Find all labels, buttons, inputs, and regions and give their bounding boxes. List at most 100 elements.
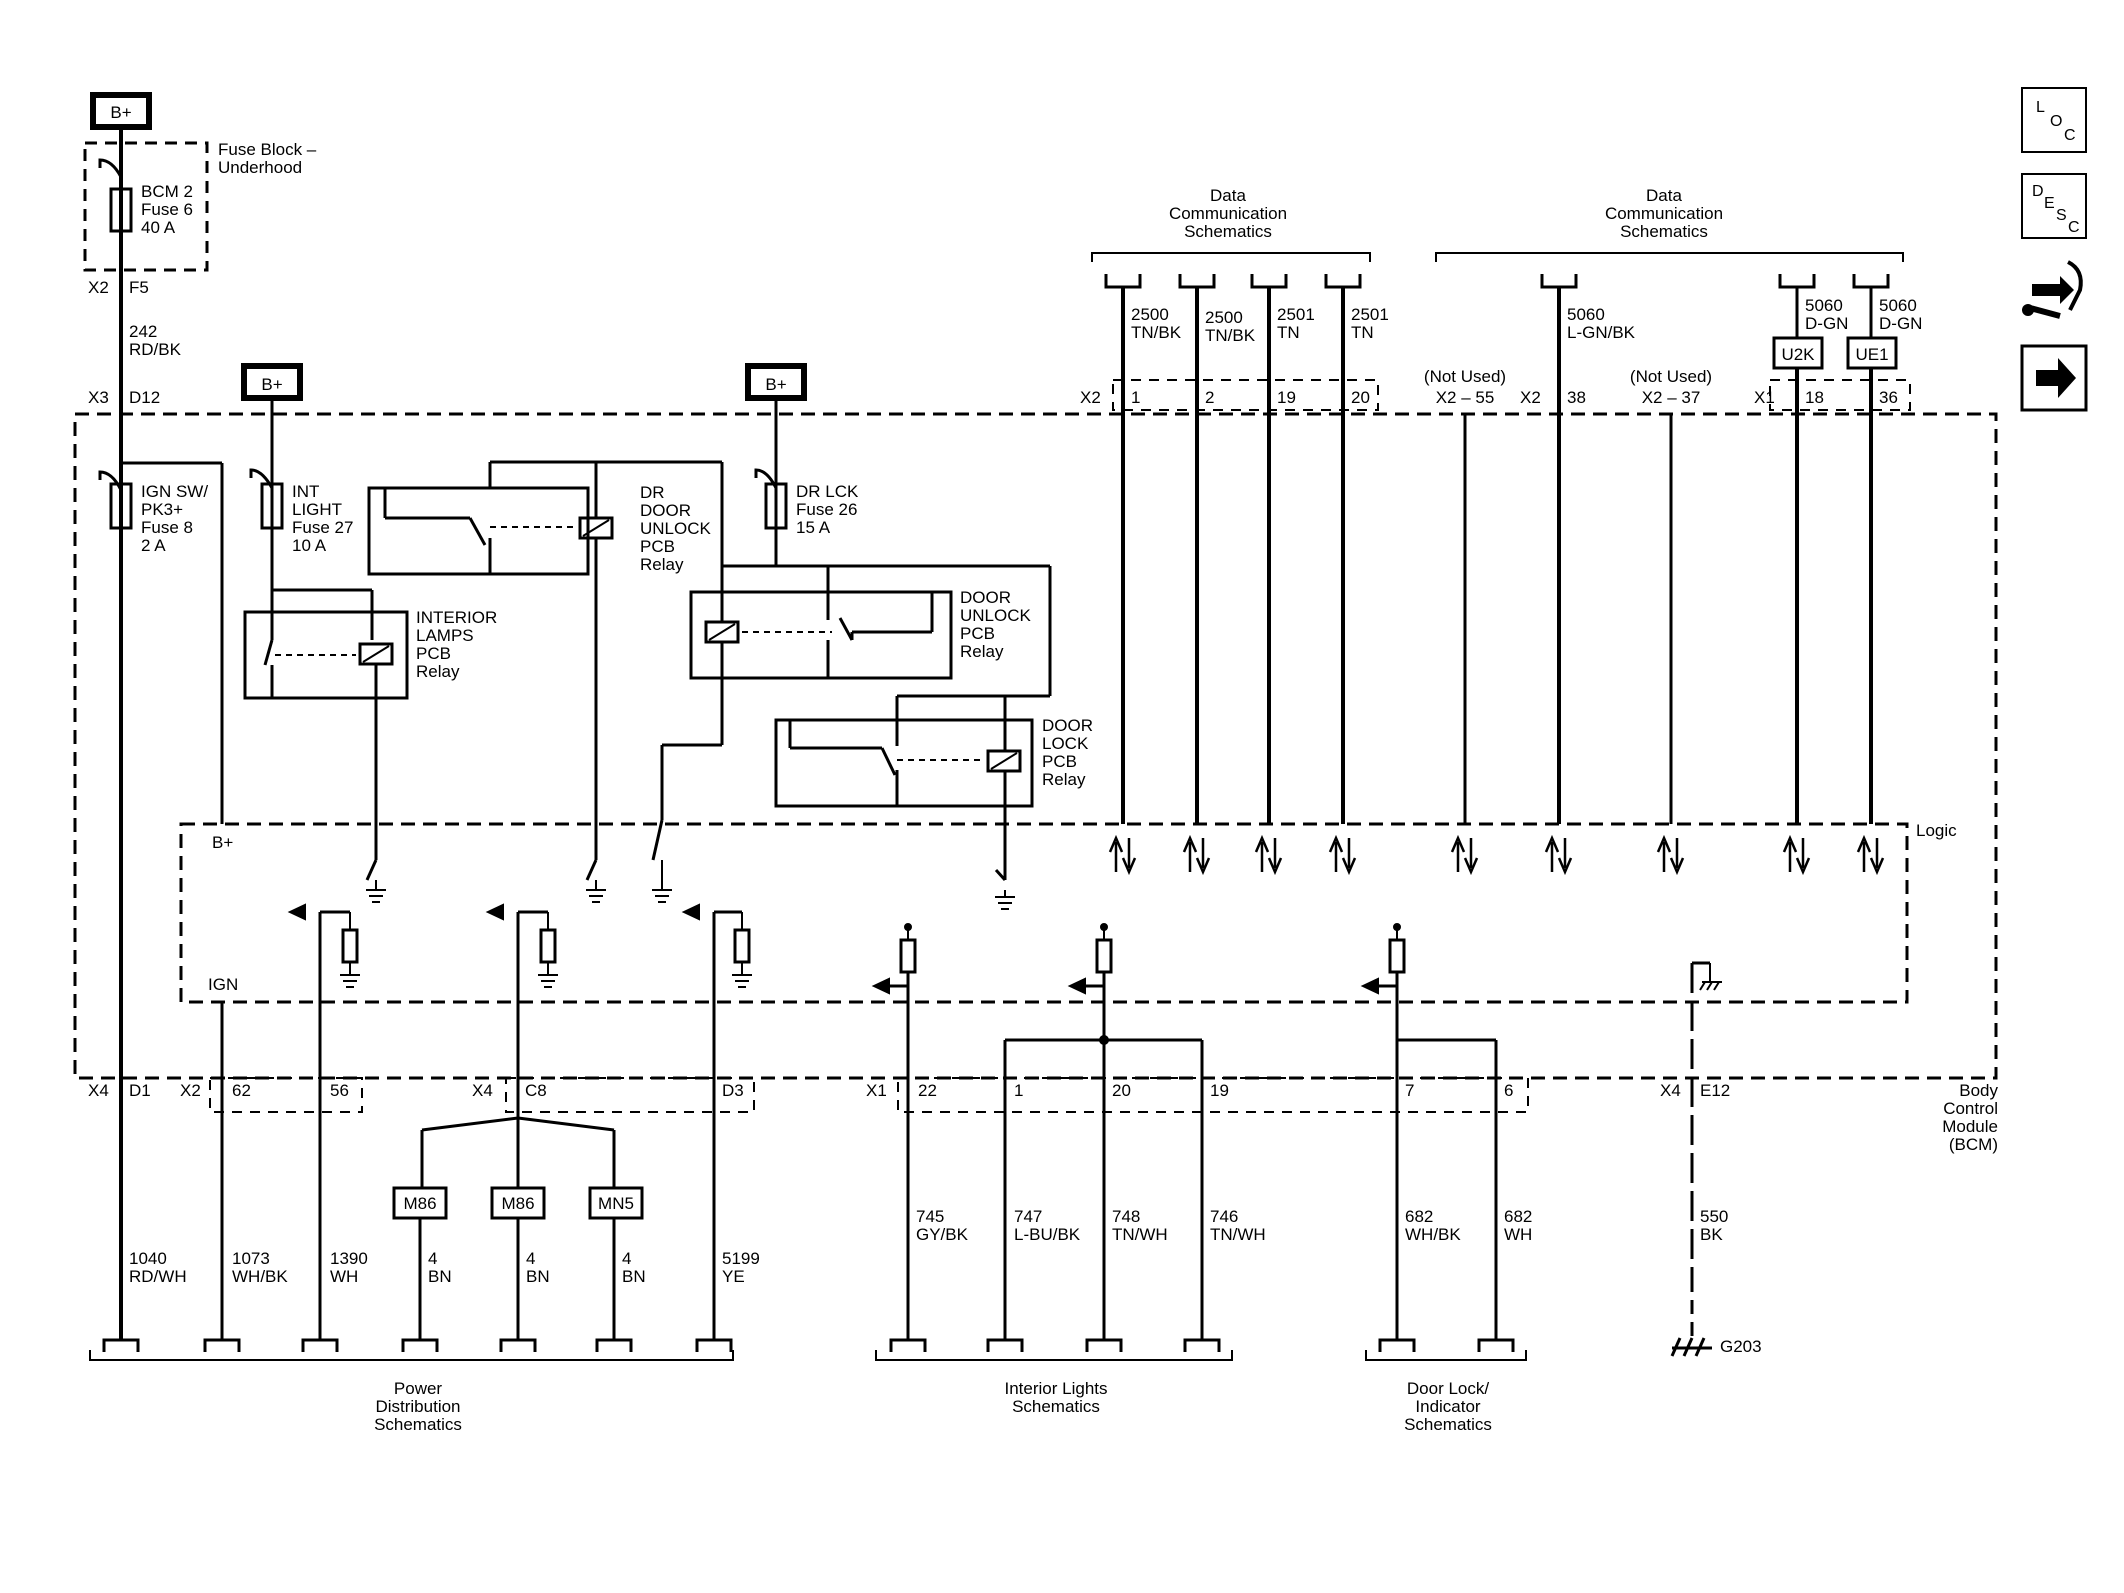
bidir-arrow-4 bbox=[1450, 834, 1479, 876]
not-used-1-label: (Not Used) bbox=[1424, 367, 1506, 386]
wire-242-color: RD/BK bbox=[129, 340, 182, 359]
not-used-1-pin: X2 – 55 bbox=[1436, 388, 1495, 407]
bidir-arrow-6 bbox=[1656, 834, 1685, 876]
group-power-l2: Distribution bbox=[375, 1397, 460, 1416]
wire-242-num: 242 bbox=[129, 322, 157, 341]
terminal-4 bbox=[499, 1338, 537, 1352]
desc-letter-e: E bbox=[2044, 195, 2055, 212]
brace-interior bbox=[875, 1350, 1233, 1361]
bottom-wire-9-num: 748 bbox=[1112, 1207, 1140, 1226]
bottom-wire-8-color: L-BU/BK bbox=[1014, 1225, 1081, 1244]
bottom-wire-6-color: YE bbox=[722, 1267, 745, 1286]
relay-interior-l2: LAMPS bbox=[416, 626, 474, 645]
bottom-wire-3-color: BN bbox=[428, 1267, 452, 1286]
conn-x2-38: X2 bbox=[1520, 388, 1541, 407]
terminal-9 bbox=[1085, 1338, 1123, 1352]
wire-5060-lgn-color: L-GN/BK bbox=[1567, 323, 1636, 342]
wire-2500-a-color: TN/BK bbox=[1131, 323, 1182, 342]
bplus-label-main: B+ bbox=[110, 103, 131, 122]
fuse-bcm2-number: Fuse 6 bbox=[141, 200, 193, 219]
relay-door-unlock-l3: PCB bbox=[960, 624, 995, 643]
bcm-label-3: Module bbox=[1942, 1117, 1998, 1136]
splice-mn5: MN5 bbox=[598, 1194, 634, 1213]
fuse-ign-l4: 2 A bbox=[141, 536, 166, 555]
fuse-dr-lck bbox=[764, 482, 788, 530]
group-doorlock-l2: Indicator bbox=[1415, 1397, 1481, 1416]
loc-letter-o: O bbox=[2050, 113, 2062, 130]
bottom-wire-11-color: WH/BK bbox=[1405, 1225, 1461, 1244]
pin-22: 22 bbox=[918, 1081, 937, 1100]
bottom-wire-4-color: BN bbox=[526, 1267, 550, 1286]
logic-ign-label: IGN bbox=[208, 975, 238, 994]
fuse-int-light bbox=[260, 482, 284, 530]
splice-c8 bbox=[392, 1102, 644, 1340]
bplus-label-drlck: B+ bbox=[765, 375, 786, 394]
brace-power bbox=[89, 1350, 734, 1361]
pin-2-data: 2 bbox=[1205, 388, 1214, 407]
bplus-label-int: B+ bbox=[261, 375, 282, 394]
group-doorlock-l1: Door Lock/ bbox=[1407, 1379, 1489, 1398]
conn-x4-c8-label: X4 bbox=[472, 1081, 493, 1100]
bottom-wire-7-num: 745 bbox=[916, 1207, 944, 1226]
pin-38: 38 bbox=[1567, 388, 1586, 407]
group-power-l1: Power bbox=[394, 1379, 443, 1398]
pin-20-data: 20 bbox=[1351, 388, 1370, 407]
pin-d3: D3 bbox=[722, 1081, 744, 1100]
data-comm-2-l2: Communication bbox=[1605, 204, 1723, 223]
terminal-11 bbox=[1378, 1338, 1416, 1352]
terminal-1 bbox=[203, 1338, 241, 1352]
pin-19-data: 19 bbox=[1277, 388, 1296, 407]
bottom-terminals bbox=[102, 1338, 1515, 1352]
bcm-border bbox=[73, 412, 1998, 1080]
pin-1-data: 1 bbox=[1131, 388, 1140, 407]
bottom-wire-7-color: GY/BK bbox=[916, 1225, 969, 1244]
group-power-l3: Schematics bbox=[374, 1415, 462, 1434]
right-arrow-icon bbox=[2036, 358, 2076, 398]
relay-interior-l1: INTERIOR bbox=[416, 608, 497, 627]
next-button[interactable] bbox=[2020, 344, 2088, 412]
desc-letter-c: C bbox=[2068, 219, 2080, 236]
connector-x2-bottom bbox=[209, 1077, 363, 1113]
bottom-wire-13-num: 550 bbox=[1700, 1207, 1728, 1226]
wire-2501-a-color: TN bbox=[1277, 323, 1300, 342]
logic-border bbox=[179, 822, 1909, 1004]
bottom-wire-9-color: TN/WH bbox=[1112, 1225, 1168, 1244]
bottom-wire-1-color: WH/BK bbox=[232, 1267, 288, 1286]
connector-wrench-icon[interactable] bbox=[2022, 258, 2086, 322]
bottom-wire-2-num: 1390 bbox=[330, 1249, 368, 1268]
fuse-drlck-l2: Fuse 26 bbox=[796, 500, 857, 519]
bottom-wire-2-color: WH bbox=[330, 1267, 358, 1286]
data-comm-2-l1: Data bbox=[1646, 186, 1682, 205]
fuse-drlck-l3: 15 A bbox=[796, 518, 831, 537]
relay-door-unlock-l4: Relay bbox=[960, 642, 1004, 661]
terminal-8 bbox=[986, 1338, 1024, 1352]
relay-interior-l3: PCB bbox=[416, 644, 451, 663]
relay-dr-unlock-l2: DOOR bbox=[640, 501, 691, 520]
wire-2501-b-num: 2501 bbox=[1351, 305, 1389, 324]
conn-x2-bottom-label: X2 bbox=[180, 1081, 201, 1100]
interior-light-drivers bbox=[871, 923, 1498, 1340]
pin-d1: D1 bbox=[129, 1081, 151, 1100]
relay-dr-unlock-l4: PCB bbox=[640, 537, 675, 556]
relay-door-unlock-l1: DOOR bbox=[960, 588, 1011, 607]
fuse-int-l4: 10 A bbox=[292, 536, 327, 555]
pin-56: 56 bbox=[330, 1081, 349, 1100]
relay-door-unlock-l2: UNLOCK bbox=[960, 606, 1032, 625]
wire-2500-a-num: 2500 bbox=[1131, 305, 1169, 324]
terminal-5 bbox=[595, 1338, 633, 1352]
bottom-wire-5-color: BN bbox=[622, 1267, 646, 1286]
bottom-wire-10-color: TN/WH bbox=[1210, 1225, 1266, 1244]
conn-x2-top: X2 bbox=[88, 278, 109, 297]
not-used-2-label: (Not Used) bbox=[1630, 367, 1712, 386]
desc-button[interactable]: D E S C bbox=[2021, 173, 2087, 239]
pin-62: 62 bbox=[232, 1081, 251, 1100]
fuse-int-l3: Fuse 27 bbox=[292, 518, 353, 537]
pin-1-bottom: 1 bbox=[1014, 1081, 1023, 1100]
bidir-arrow-8 bbox=[1856, 834, 1885, 876]
bottom-wire-10-num: 746 bbox=[1210, 1207, 1238, 1226]
loc-button[interactable]: L O C bbox=[2021, 87, 2087, 153]
relay-dr-door-unlock bbox=[367, 486, 590, 576]
conn-x3: X3 bbox=[88, 388, 109, 407]
relay-dr-unlock-l3: UNLOCK bbox=[640, 519, 712, 538]
bidir-arrow-7 bbox=[1782, 834, 1811, 876]
